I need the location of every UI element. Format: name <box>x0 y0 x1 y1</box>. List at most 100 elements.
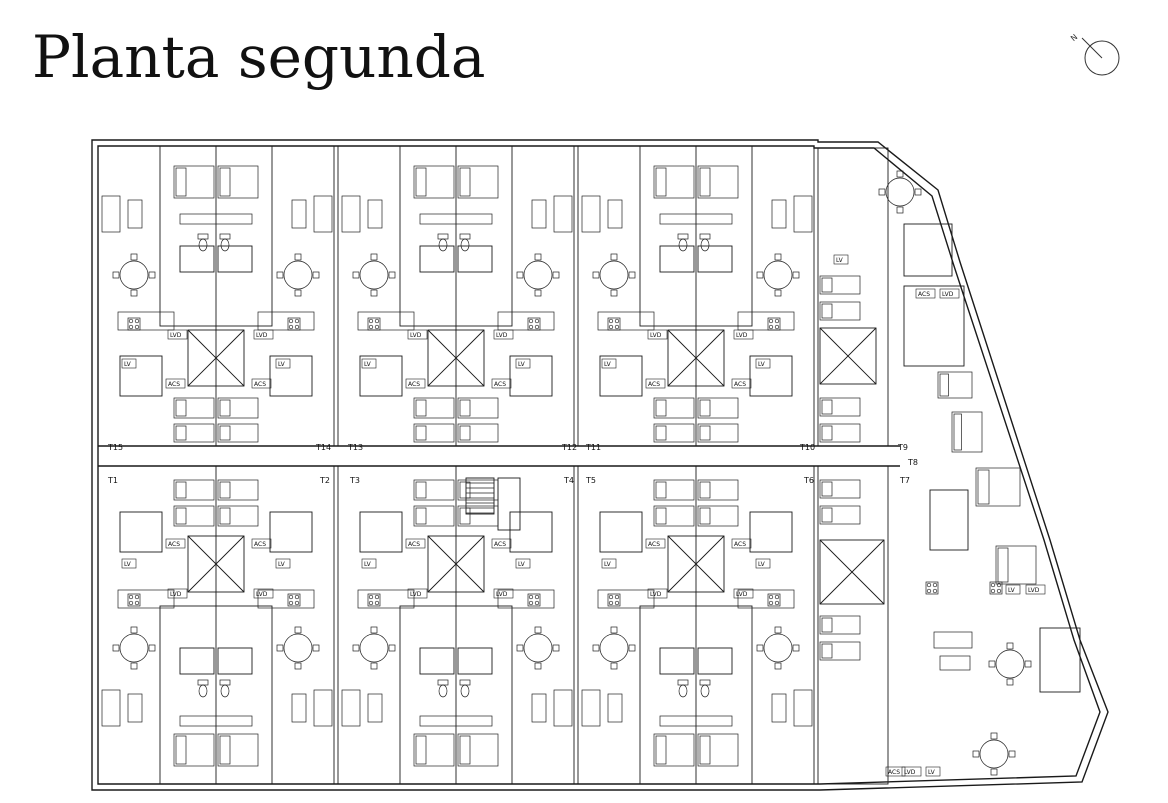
chair <box>294 253 302 261</box>
pillow <box>459 399 471 417</box>
bathroom <box>119 355 163 397</box>
washbasin-label-box <box>361 558 377 569</box>
burner <box>774 318 780 324</box>
bathroom <box>697 245 733 273</box>
sofa <box>341 689 361 727</box>
washbasin-label-box <box>833 254 849 265</box>
double-bed <box>653 733 695 767</box>
single-bed <box>413 423 455 443</box>
washbasin-label-box <box>275 558 291 569</box>
burner <box>932 582 938 588</box>
burner <box>608 318 614 324</box>
stair-tag-t11-marker <box>579 444 585 450</box>
single-bed <box>819 423 861 443</box>
dining-table <box>119 260 149 290</box>
hot-water-label-box <box>915 288 936 299</box>
bedroom-core <box>639 605 753 785</box>
armchair <box>367 199 383 229</box>
chair <box>148 644 156 652</box>
toilet-bowl <box>460 238 470 252</box>
laundry-label: LVD <box>496 591 508 598</box>
hot-water-label-box <box>885 766 906 777</box>
burner <box>768 600 774 606</box>
double-bed <box>457 733 499 767</box>
chair <box>914 188 922 196</box>
burner <box>614 324 620 330</box>
chair <box>534 289 542 297</box>
chair <box>896 206 904 214</box>
washbasin-label: LV <box>124 361 132 368</box>
stair-tag-t12-marker <box>555 444 561 450</box>
single-bed <box>457 397 499 419</box>
pillow <box>219 425 231 441</box>
chair <box>130 662 138 670</box>
burner <box>128 594 134 600</box>
chair <box>276 271 284 279</box>
elevator-cross <box>667 535 725 593</box>
laundry-label: LVD <box>496 332 508 339</box>
single-bed <box>413 505 455 527</box>
double-bed <box>975 467 1021 507</box>
hot-water-label: ACS <box>494 541 506 548</box>
pillow <box>415 167 427 197</box>
pillow <box>219 481 231 499</box>
burner <box>294 594 300 600</box>
chair <box>756 644 764 652</box>
laundry-label: LVD <box>256 332 268 339</box>
sofa <box>581 689 601 727</box>
chair <box>610 289 618 297</box>
laundry-label: LVD <box>650 332 662 339</box>
toilet-bowl <box>438 684 448 698</box>
washbasin-label-box <box>515 558 531 569</box>
chair <box>276 644 284 652</box>
hot-water-label: ACS <box>254 541 266 548</box>
hot-water-label-box <box>731 378 752 389</box>
washbasin-label: LV <box>518 361 526 368</box>
chair <box>792 271 800 279</box>
stair-tag-t14: T14 <box>315 443 331 452</box>
burner <box>288 324 294 330</box>
stove <box>607 593 621 607</box>
hot-water-label-box <box>405 538 426 549</box>
chair <box>1008 750 1016 758</box>
toilet-bowl <box>438 238 448 252</box>
laundry-label-box <box>407 329 428 340</box>
stove <box>925 581 939 595</box>
dining-table <box>599 260 629 290</box>
single-bed <box>819 479 861 499</box>
elevator-cross <box>187 329 245 387</box>
toilet-tank <box>437 679 449 686</box>
single-bed <box>217 505 259 527</box>
chair <box>534 253 542 261</box>
page-title: Planta segunda <box>32 23 486 91</box>
pillow <box>655 167 667 197</box>
stair-tag-t3: T3 <box>349 476 360 485</box>
toilet-bowl <box>220 238 230 252</box>
pillow <box>415 507 427 525</box>
burner <box>374 600 380 606</box>
double-bed <box>217 165 259 199</box>
double-bed <box>173 165 215 199</box>
bathroom <box>217 245 253 273</box>
laundry-label-box <box>733 588 754 599</box>
burner <box>374 594 380 600</box>
dining-table <box>359 260 389 290</box>
washbasin-label-box <box>1005 584 1021 595</box>
double-bed <box>413 165 455 199</box>
single-bed <box>413 397 455 419</box>
pillow <box>459 507 471 525</box>
burner <box>926 582 932 588</box>
bathroom <box>419 647 455 675</box>
single-bed <box>819 641 861 661</box>
sofa <box>101 689 121 727</box>
washbasin-label: LV <box>758 361 766 368</box>
dining-table <box>283 633 313 663</box>
bathroom <box>749 355 793 397</box>
pillow <box>415 735 427 765</box>
laundry-label-box <box>647 329 668 340</box>
double-bed <box>937 371 973 399</box>
chair <box>534 626 542 634</box>
burner <box>128 318 134 324</box>
stair-tag-t10: T10 <box>799 443 815 452</box>
bathroom <box>457 245 493 273</box>
